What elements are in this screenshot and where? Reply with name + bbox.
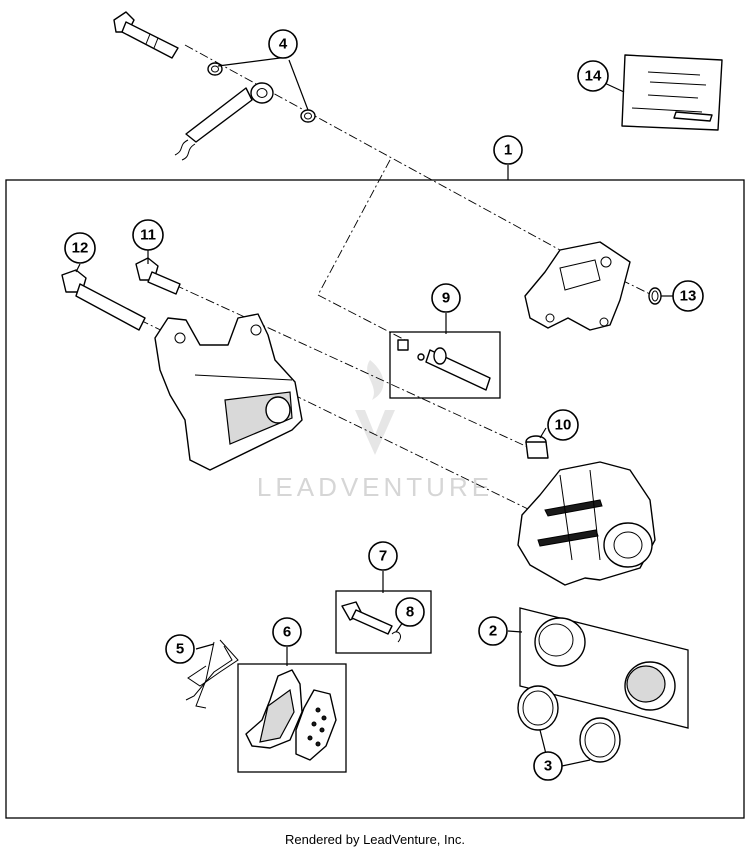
- svg-text:9: 9: [442, 290, 450, 307]
- svg-text:12: 12: [72, 240, 89, 257]
- svg-text:13: 13: [680, 288, 697, 305]
- seal-ring-part: [648, 287, 662, 305]
- callout-1: 1: [493, 135, 523, 165]
- brake-caliper-part: [517, 461, 656, 586]
- callout-11: 11: [132, 219, 164, 251]
- callout-10: 10: [547, 409, 579, 441]
- guide-pin-part: [397, 339, 491, 391]
- washer-lower: [300, 109, 316, 123]
- axle-bolt-part: [113, 11, 179, 59]
- watermark-logo: [355, 360, 395, 455]
- bolt-part-12: [61, 269, 146, 331]
- bleeder-screw-part: [525, 435, 549, 459]
- svg-text:7: 7: [379, 548, 387, 565]
- svg-text:4: 4: [279, 36, 288, 53]
- washer-upper: [207, 62, 223, 76]
- brake-pad-kit-frame: [237, 663, 347, 773]
- watermark-text: LEADVENTURE: [257, 472, 493, 502]
- assembly-frame: [5, 179, 745, 819]
- brake-pad-right: [295, 689, 337, 761]
- callout-12: 12: [64, 232, 96, 264]
- pad-spring-part: [185, 639, 239, 709]
- callout-4: 4: [268, 29, 298, 59]
- svg-text:10: 10: [555, 417, 572, 434]
- svg-text:3: 3: [544, 758, 552, 775]
- caliper-support-part: [524, 241, 631, 331]
- piston-seal-2: [579, 717, 621, 763]
- piston-seal-1: [517, 685, 559, 731]
- piston-kit-frame: [519, 607, 689, 729]
- warning-label-part: [621, 54, 723, 131]
- callout-5: 5: [165, 634, 195, 664]
- callout-2: 2: [478, 616, 508, 646]
- bolt-part-11: [135, 257, 181, 295]
- footer-credit: Rendered by LeadVenture, Inc.: [285, 832, 465, 847]
- svg-text:6: 6: [283, 624, 291, 641]
- callout-9: 9: [431, 283, 461, 313]
- guide-pin-kit-frame: [389, 331, 501, 399]
- piston-part-1: [534, 617, 586, 667]
- svg-text:11: 11: [140, 227, 156, 244]
- brake-pad-left: [245, 669, 303, 749]
- swingarm-link-part: [174, 82, 274, 161]
- leader-lines: [75, 57, 673, 767]
- svg-text:8: 8: [406, 604, 414, 621]
- svg-text:1: 1: [504, 142, 512, 159]
- piston-part-2: [624, 661, 676, 711]
- caliper-bracket-part: [154, 313, 303, 471]
- callout-3: 3: [533, 751, 563, 781]
- svg-text:2: 2: [489, 623, 497, 640]
- retaining-clip-part: [391, 631, 401, 643]
- callout-8: 8: [395, 597, 425, 627]
- svg-text:5: 5: [176, 641, 184, 658]
- callout-6: 6: [272, 617, 302, 647]
- svg-text:14: 14: [585, 68, 602, 85]
- callout-14: 14: [577, 60, 609, 92]
- pad-pin-part: [341, 601, 393, 635]
- callout-13: 13: [672, 280, 704, 312]
- callout-7: 7: [368, 541, 398, 571]
